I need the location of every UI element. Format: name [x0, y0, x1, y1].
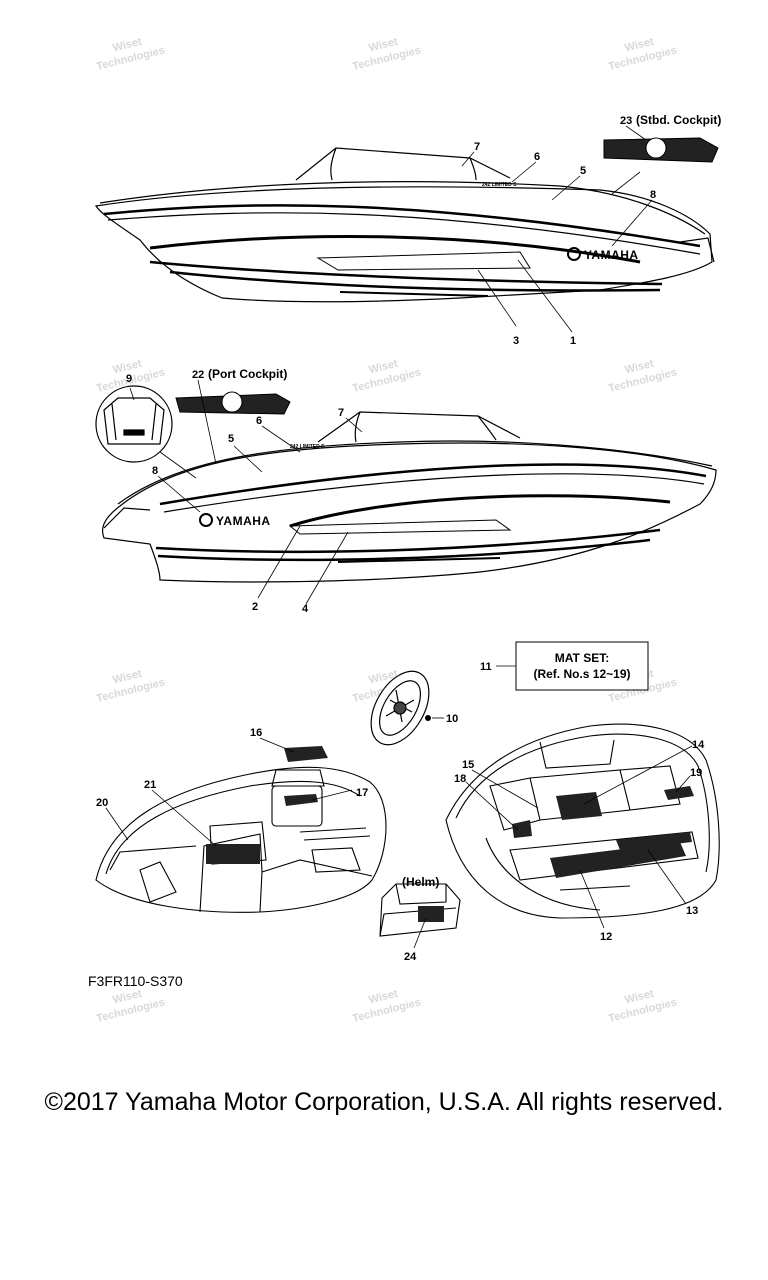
stern-mat-12 [550, 842, 686, 878]
stbd-cockpit-decal [603, 137, 719, 163]
brand-logo-bottom: YAMAHA [199, 513, 271, 528]
port-side-boat [101, 411, 717, 583]
upper-stripe-2 [107, 212, 701, 255]
windshield [317, 411, 521, 443]
callout-21: 21 [144, 779, 156, 791]
callout-5-top: 5 [580, 165, 586, 177]
helm-label: (Helm) [402, 875, 439, 889]
brand-text-top: YAMAHA [584, 248, 639, 262]
callout-7-top: 7 [474, 141, 480, 153]
leader-lines-top [461, 125, 653, 333]
copyright-notice: ©2017 Yamaha Motor Corporation, U.S.A. A… [44, 1088, 724, 1116]
hull-stripe-b [169, 270, 661, 292]
callout-14: 14 [692, 739, 705, 751]
leader-lines-stern [465, 745, 693, 929]
callout-9: 9 [126, 373, 132, 385]
callout-5-bottom: 5 [228, 433, 234, 445]
callout-11: 11 [480, 661, 492, 673]
step-mat-17 [284, 794, 318, 806]
deck-line [117, 440, 713, 505]
bow-mat-21 [206, 844, 260, 864]
callout-15: 15 [462, 759, 474, 771]
detail-bubble-9 [95, 385, 173, 463]
callout-16: 16 [250, 727, 262, 739]
deck-line [99, 181, 706, 235]
starboard-side-boat [94, 147, 715, 303]
callout-3: 3 [513, 335, 519, 347]
callout-24: 24 [404, 951, 417, 963]
upper-stripe [159, 463, 707, 506]
mat-set-ref: (Ref. No.s 12~19) [533, 667, 630, 681]
corner-mat-19 [664, 786, 694, 800]
cockpit-outline [95, 766, 387, 913]
hull-stripe-b [157, 538, 651, 562]
callout-2: 2 [252, 601, 258, 613]
hull-stripe-c [339, 291, 489, 297]
bow-rail [679, 237, 715, 263]
graphic-panel [316, 251, 531, 271]
callout-20: 20 [96, 797, 108, 809]
hull-outline [101, 442, 717, 583]
hull-outline [94, 186, 713, 303]
graphic-panel [288, 519, 512, 535]
mat-set-box: MAT SET: (Ref. No.s 12~19) [515, 641, 649, 691]
callout-10: 10 [446, 713, 458, 725]
brand-logo-top: YAMAHA [567, 247, 639, 262]
callout-8-bottom: 8 [152, 465, 158, 477]
stern-platform [103, 507, 151, 529]
port-cockpit-decal [175, 391, 291, 415]
cockpit-outline [445, 723, 720, 919]
callout-19: 19 [690, 767, 702, 779]
steering-wheel [370, 670, 430, 746]
port-cockpit-label: (Port Cockpit) [208, 367, 287, 381]
callout-17: 17 [356, 787, 368, 799]
model-text-bottom: 242 LIMITED S [290, 444, 325, 450]
upper-stripe-2 [163, 473, 705, 513]
hull-stripe-a [155, 528, 661, 554]
corner-mat-18 [512, 820, 532, 838]
hull-stripe-c [337, 557, 501, 563]
callout-7-bottom: 7 [338, 407, 344, 419]
diagram-code: F3FR110-S370 [88, 973, 183, 989]
callout-6-bottom: 6 [256, 415, 262, 427]
hull-stripe-a [149, 260, 663, 286]
callout-18: 18 [454, 773, 466, 785]
swoosh-stripe [289, 494, 671, 528]
stern-mat-13 [616, 832, 692, 850]
leader-24 [413, 917, 427, 949]
callout-22: 22 [192, 369, 204, 381]
leader-lines-bottom [129, 379, 363, 605]
callout-13: 13 [686, 905, 698, 917]
swoosh-stripe [149, 235, 641, 264]
model-text-top: 242 LIMITED S [482, 182, 517, 188]
windshield [295, 147, 511, 181]
stbd-cockpit-label: (Stbd. Cockpit) [636, 113, 721, 127]
wheel-nut [425, 715, 431, 721]
helm-mat-24 [418, 906, 444, 922]
callout-23: 23 [620, 115, 632, 127]
callout-1: 1 [570, 335, 576, 347]
brand-text-bottom: YAMAHA [216, 514, 271, 528]
leader-lines-bow [105, 737, 353, 847]
callout-8-top: 8 [650, 189, 656, 201]
callout-12: 12 [600, 931, 612, 943]
mat-set-title: MAT SET: [555, 651, 609, 665]
seat-mat-14 [556, 792, 602, 820]
helm-pad-16 [284, 746, 328, 762]
callout-4: 4 [302, 603, 309, 615]
upper-stripe [103, 204, 701, 248]
callout-6-top: 6 [534, 151, 540, 163]
bow-cockpit-view [95, 766, 387, 913]
